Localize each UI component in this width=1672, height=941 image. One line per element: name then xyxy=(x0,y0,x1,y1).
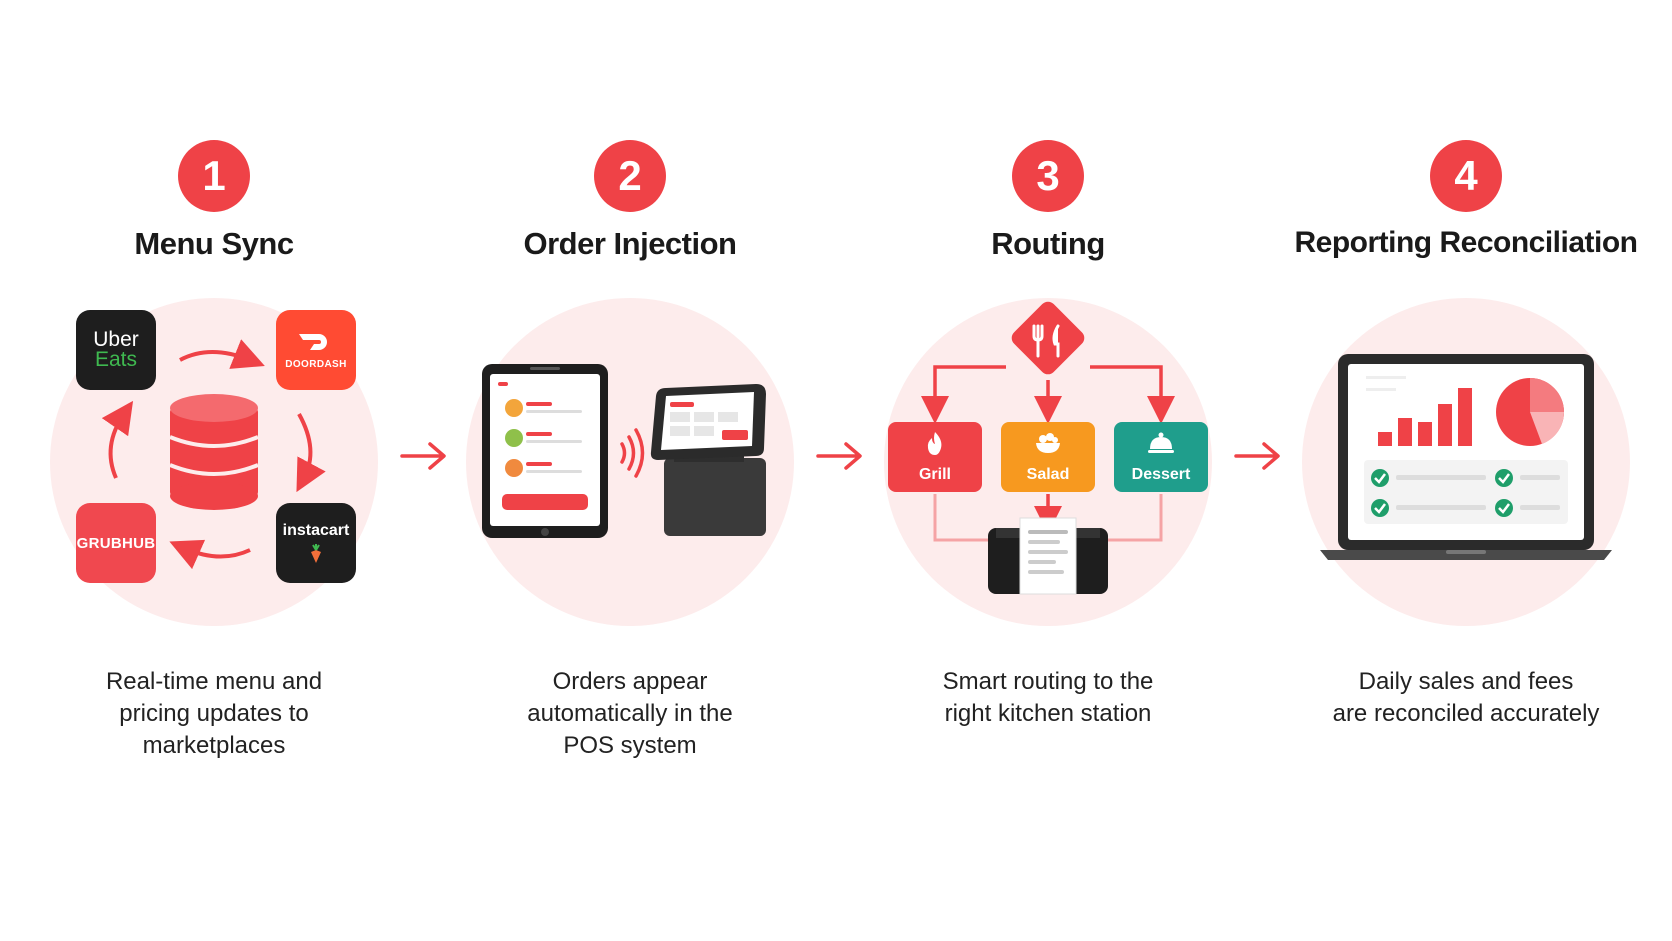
salad-bowl-icon xyxy=(1036,433,1060,453)
description-line: marketplaces xyxy=(142,732,286,759)
description-line: automatically in the xyxy=(527,700,733,727)
laptop-icon xyxy=(1320,354,1612,560)
description-line: pricing updates to xyxy=(119,700,309,727)
instacart-logo: instacart xyxy=(276,503,356,583)
station-label: Salad xyxy=(1026,466,1070,483)
step-title: Reporting Reconciliation xyxy=(1294,226,1638,259)
doordash-logo: DOORDASH xyxy=(276,310,356,390)
description-line: POS system xyxy=(563,732,697,759)
step-title: Order Injection xyxy=(523,226,737,261)
station-label: Dessert xyxy=(1131,466,1191,483)
step-number-badge: 3 xyxy=(1012,140,1084,212)
station-salad: Salad xyxy=(1001,422,1095,492)
order-injection-illustration xyxy=(482,364,766,538)
carrot-icon xyxy=(311,544,321,563)
checkmark-icon xyxy=(1371,469,1513,517)
instacart-logo-text: instacart xyxy=(282,522,350,539)
step-description: Smart routing to the right kitchen stati… xyxy=(848,666,1248,730)
tablet-icon xyxy=(482,364,608,538)
arrow-right-icon xyxy=(400,442,446,470)
printer-icon xyxy=(988,517,1108,595)
cloche-icon xyxy=(1148,432,1174,453)
doordash-dash-icon xyxy=(299,333,327,350)
step-routing: 3 Routing xyxy=(848,0,1248,941)
description-line: Real-time menu and xyxy=(105,668,323,695)
pos-terminal-icon xyxy=(650,384,766,536)
wireless-signal-icon xyxy=(620,428,645,478)
uber-eats-logo-line2: Eats xyxy=(94,348,138,371)
step-order-injection: 2 Order Injection xyxy=(430,0,830,941)
bar-chart-icon xyxy=(1366,376,1472,446)
arrow-right-icon xyxy=(816,442,862,470)
station-grill: Grill xyxy=(888,422,982,492)
step-number-badge: 1 xyxy=(178,140,250,212)
step-number-badge: 2 xyxy=(594,140,666,212)
routing-connectors xyxy=(921,301,1175,595)
description-line: Daily sales and fees xyxy=(1358,668,1574,695)
pie-chart-icon xyxy=(1496,378,1565,446)
step-description: Orders appear automatically in the POS s… xyxy=(430,666,830,762)
description-line: Smart routing to the xyxy=(942,668,1154,695)
station-label: Grill xyxy=(918,466,951,483)
sync-arrows-icon xyxy=(101,339,326,570)
step-number-badge: 4 xyxy=(1430,140,1502,212)
step-menu-sync: 1 Menu Sync Uber Eats DOORDASH GRUBHUB i… xyxy=(14,0,414,941)
station-dessert: Dessert xyxy=(1114,422,1208,492)
description-line: are reconciled accurately xyxy=(1332,700,1600,727)
database-icon xyxy=(169,394,259,510)
fork-knife-icon xyxy=(1011,301,1085,375)
step-description: Real-time menu and pricing updates to ma… xyxy=(14,666,414,762)
grubhub-logo-text: GRUBHUB xyxy=(76,534,156,552)
grubhub-logo: GRUBHUB xyxy=(76,503,156,583)
description-line: right kitchen station xyxy=(944,700,1152,727)
arrow-right-icon xyxy=(1234,442,1280,470)
step-title: Menu Sync xyxy=(134,226,294,261)
step-reporting-reconciliation: 4 Reporting Reconciliation xyxy=(1266,0,1666,941)
step-title: Routing xyxy=(991,226,1105,261)
doordash-logo-text: DOORDASH xyxy=(285,358,347,370)
step-description: Daily sales and fees are reconciled accu… xyxy=(1266,666,1666,730)
uber-eats-logo: Uber Eats xyxy=(76,310,156,390)
description-line: Orders appear xyxy=(552,668,708,695)
flame-icon xyxy=(927,432,942,455)
uber-eats-logo-line1: Uber xyxy=(93,328,139,351)
